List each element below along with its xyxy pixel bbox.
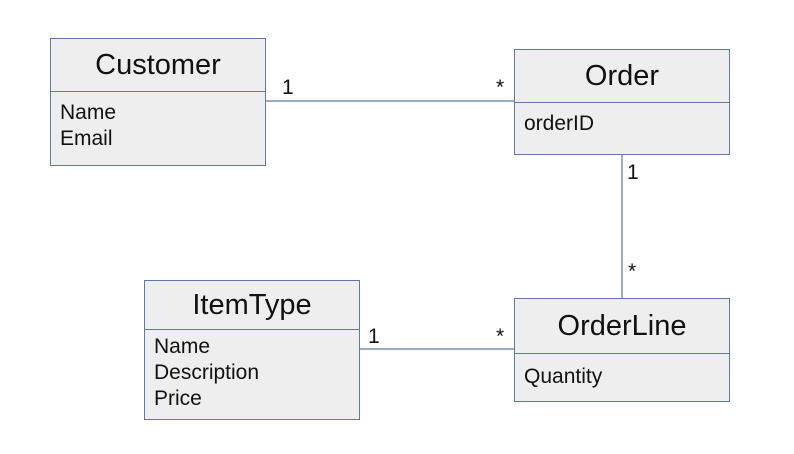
class-orderline-name: OrderLine	[515, 299, 729, 354]
attribute-quantity: Quantity	[524, 365, 603, 388]
attribute-price: Price	[154, 387, 202, 410]
multiplicity-itemtype-side: 1	[368, 325, 380, 348]
class-itemtype[interactable]: ItemType Name Description Price	[144, 280, 360, 420]
multiplicity-orderline-top: *	[628, 260, 637, 283]
attribute-name: Name	[154, 335, 211, 358]
attribute-email: Email	[60, 127, 113, 150]
class-order[interactable]: Order orderID	[514, 49, 730, 155]
multiplicity-orderline-side: *	[496, 325, 505, 348]
attribute-orderid: orderID	[524, 112, 595, 135]
attribute-description: Description	[154, 361, 260, 384]
class-order-name: Order	[515, 50, 729, 103]
class-customer-attributes: Name Email	[51, 92, 265, 152]
attribute-name: Name	[60, 101, 117, 124]
class-customer[interactable]: Customer Name Email	[50, 38, 266, 166]
class-itemtype-attributes: Name Description Price	[145, 330, 359, 412]
class-orderline[interactable]: OrderLine Quantity	[514, 298, 730, 402]
class-order-attributes: orderID	[515, 103, 729, 137]
class-orderline-attributes: Quantity	[515, 354, 729, 390]
multiplicity-customer-side: 1	[282, 76, 294, 99]
multiplicity-order-side: *	[496, 76, 505, 99]
class-itemtype-name: ItemType	[145, 281, 359, 330]
class-customer-name: Customer	[51, 39, 265, 92]
multiplicity-order-top: 1	[627, 161, 639, 184]
